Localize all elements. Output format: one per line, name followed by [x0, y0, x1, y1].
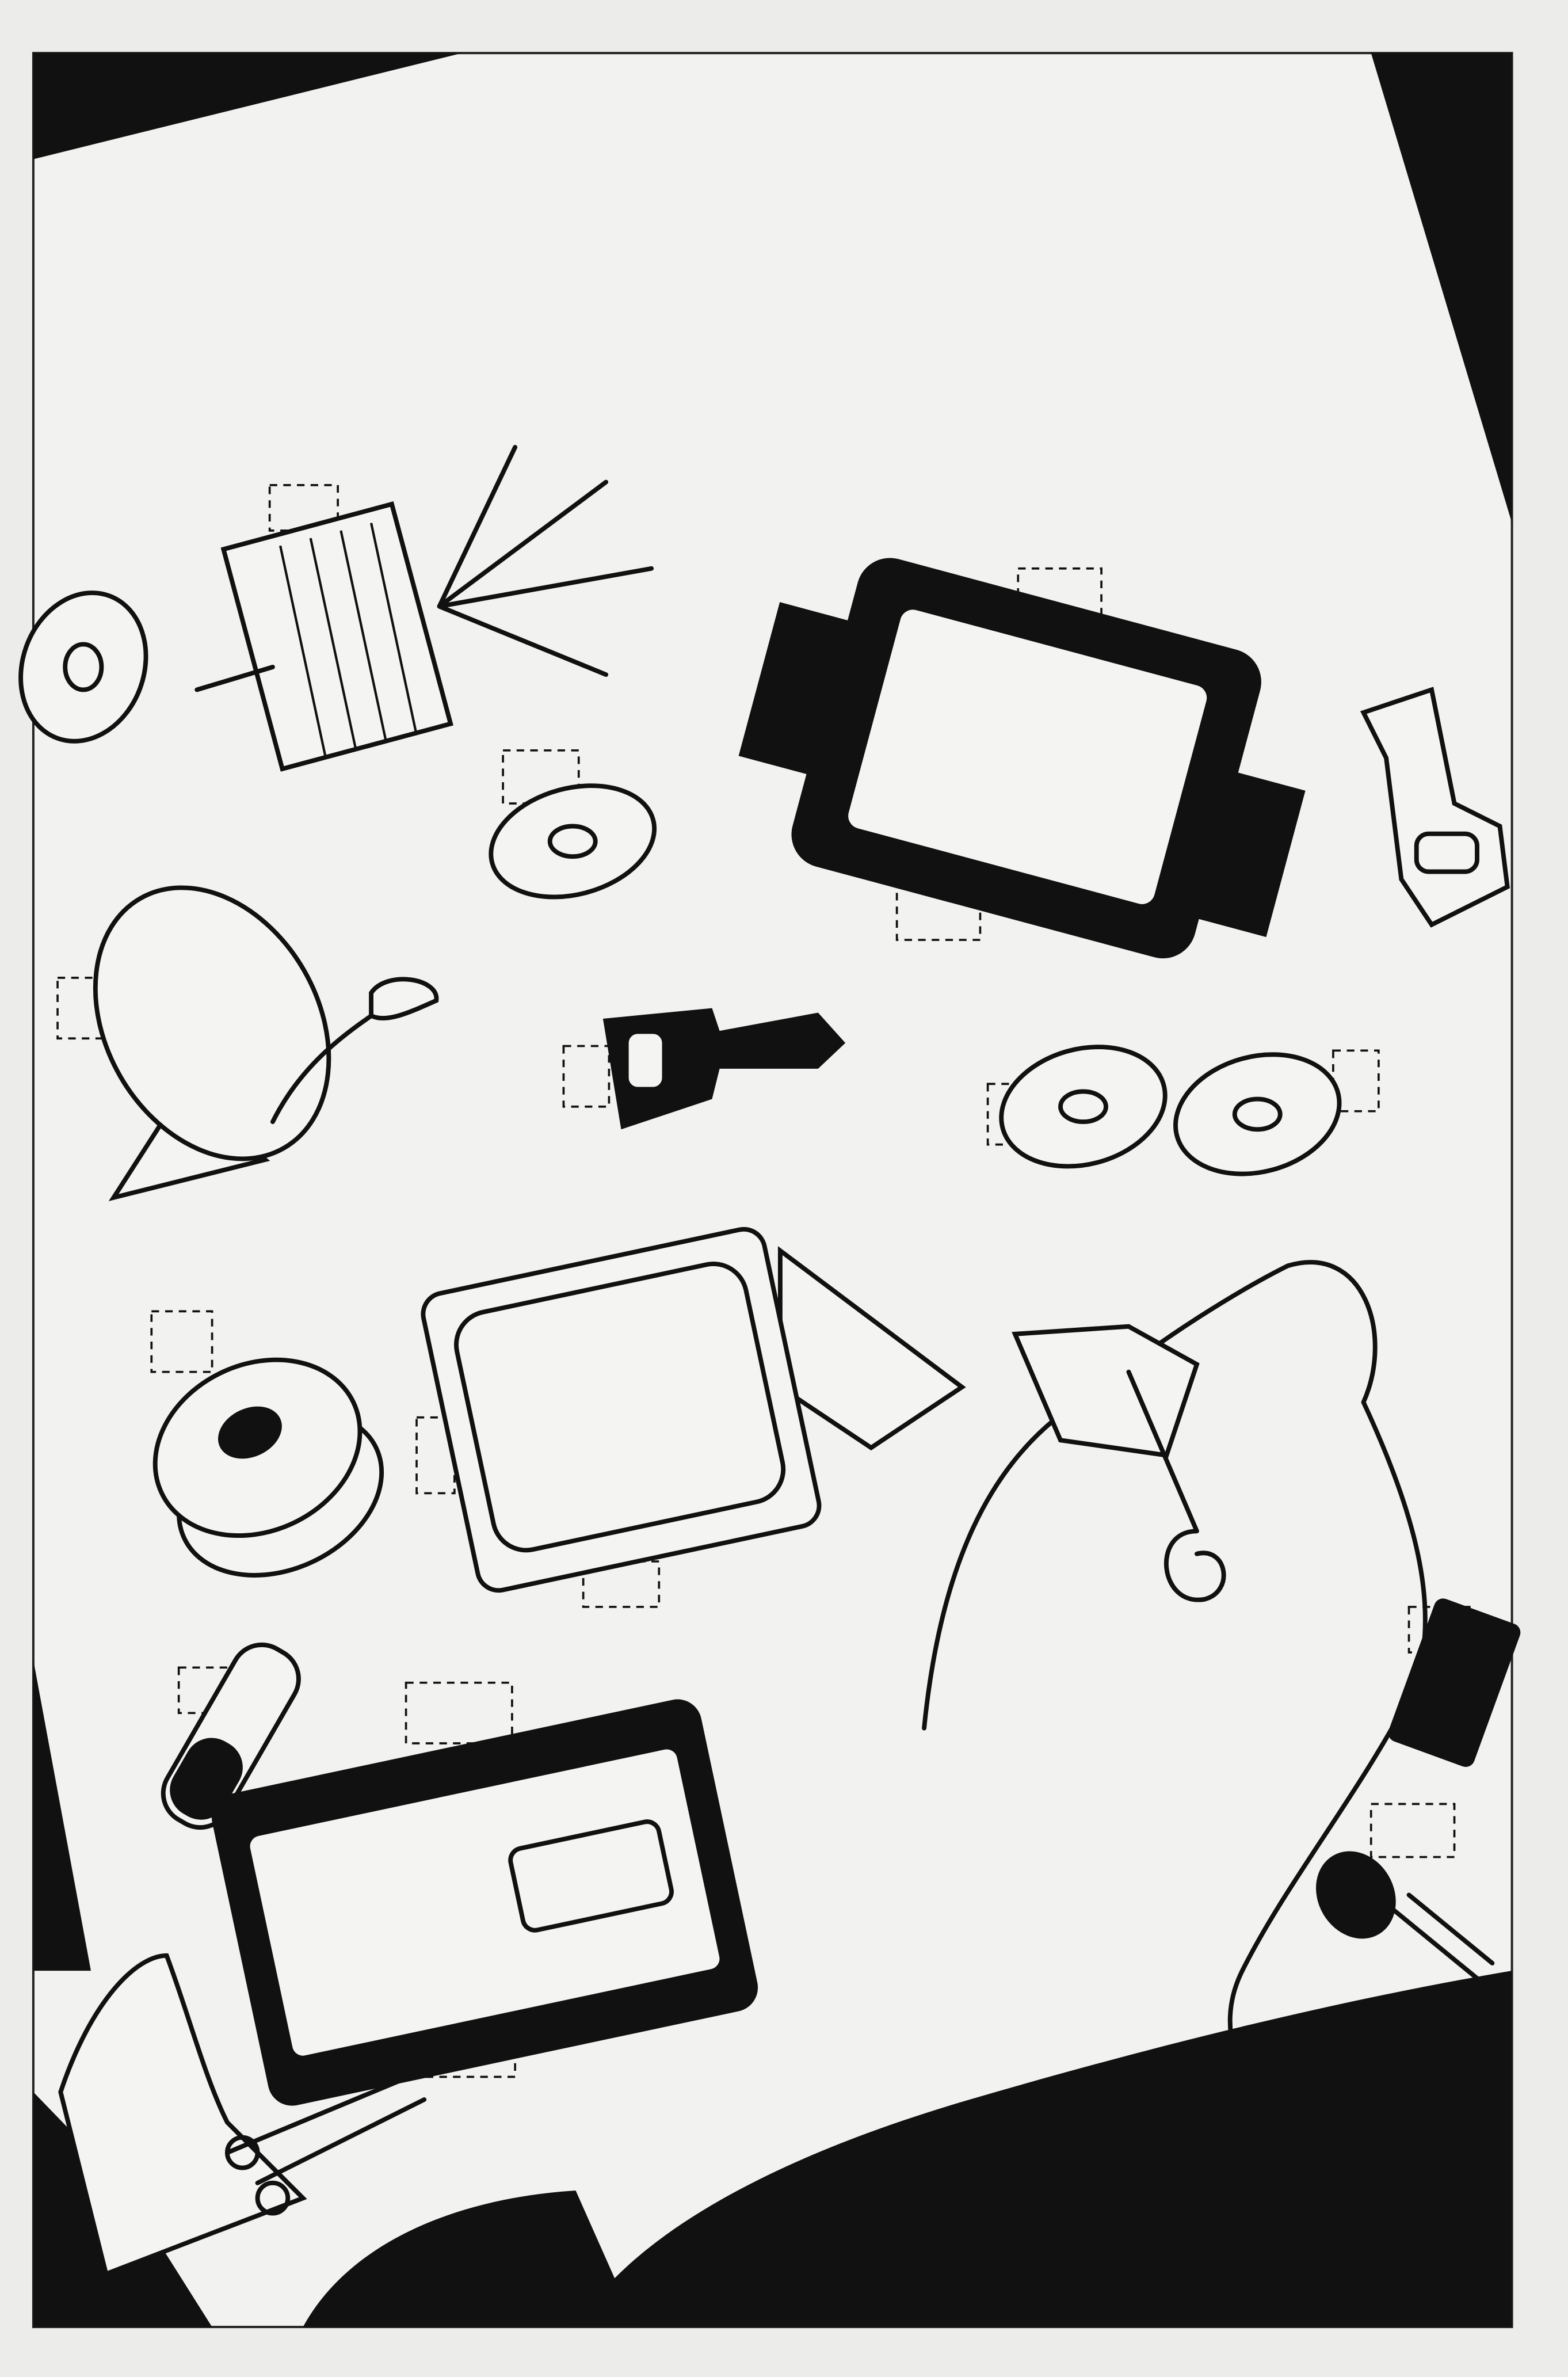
disc-icon	[489, 749, 657, 900]
key-icon-right	[1360, 687, 1510, 928]
satellite-dish-icon	[56, 885, 439, 1202]
satellite-icon	[194, 445, 654, 772]
radio-device-icon	[211, 1681, 758, 2106]
chip-icon	[1388, 1598, 1521, 1767]
tablet-icon	[738, 558, 1306, 959]
film-reel-icon	[150, 1310, 384, 1578]
frame	[32, 52, 1513, 2329]
television-icon	[415, 1226, 966, 1608]
capacitor-icon	[1316, 1803, 1495, 1981]
hand-with-scissors	[58, 1953, 427, 2277]
artist-signature: Gallardo	[1139, 2239, 1380, 2299]
disc-pair-icon	[986, 1045, 1380, 1176]
disc-icon-left	[18, 591, 148, 744]
face-figure	[922, 1260, 1428, 2155]
key-icon-black	[562, 1008, 846, 1130]
